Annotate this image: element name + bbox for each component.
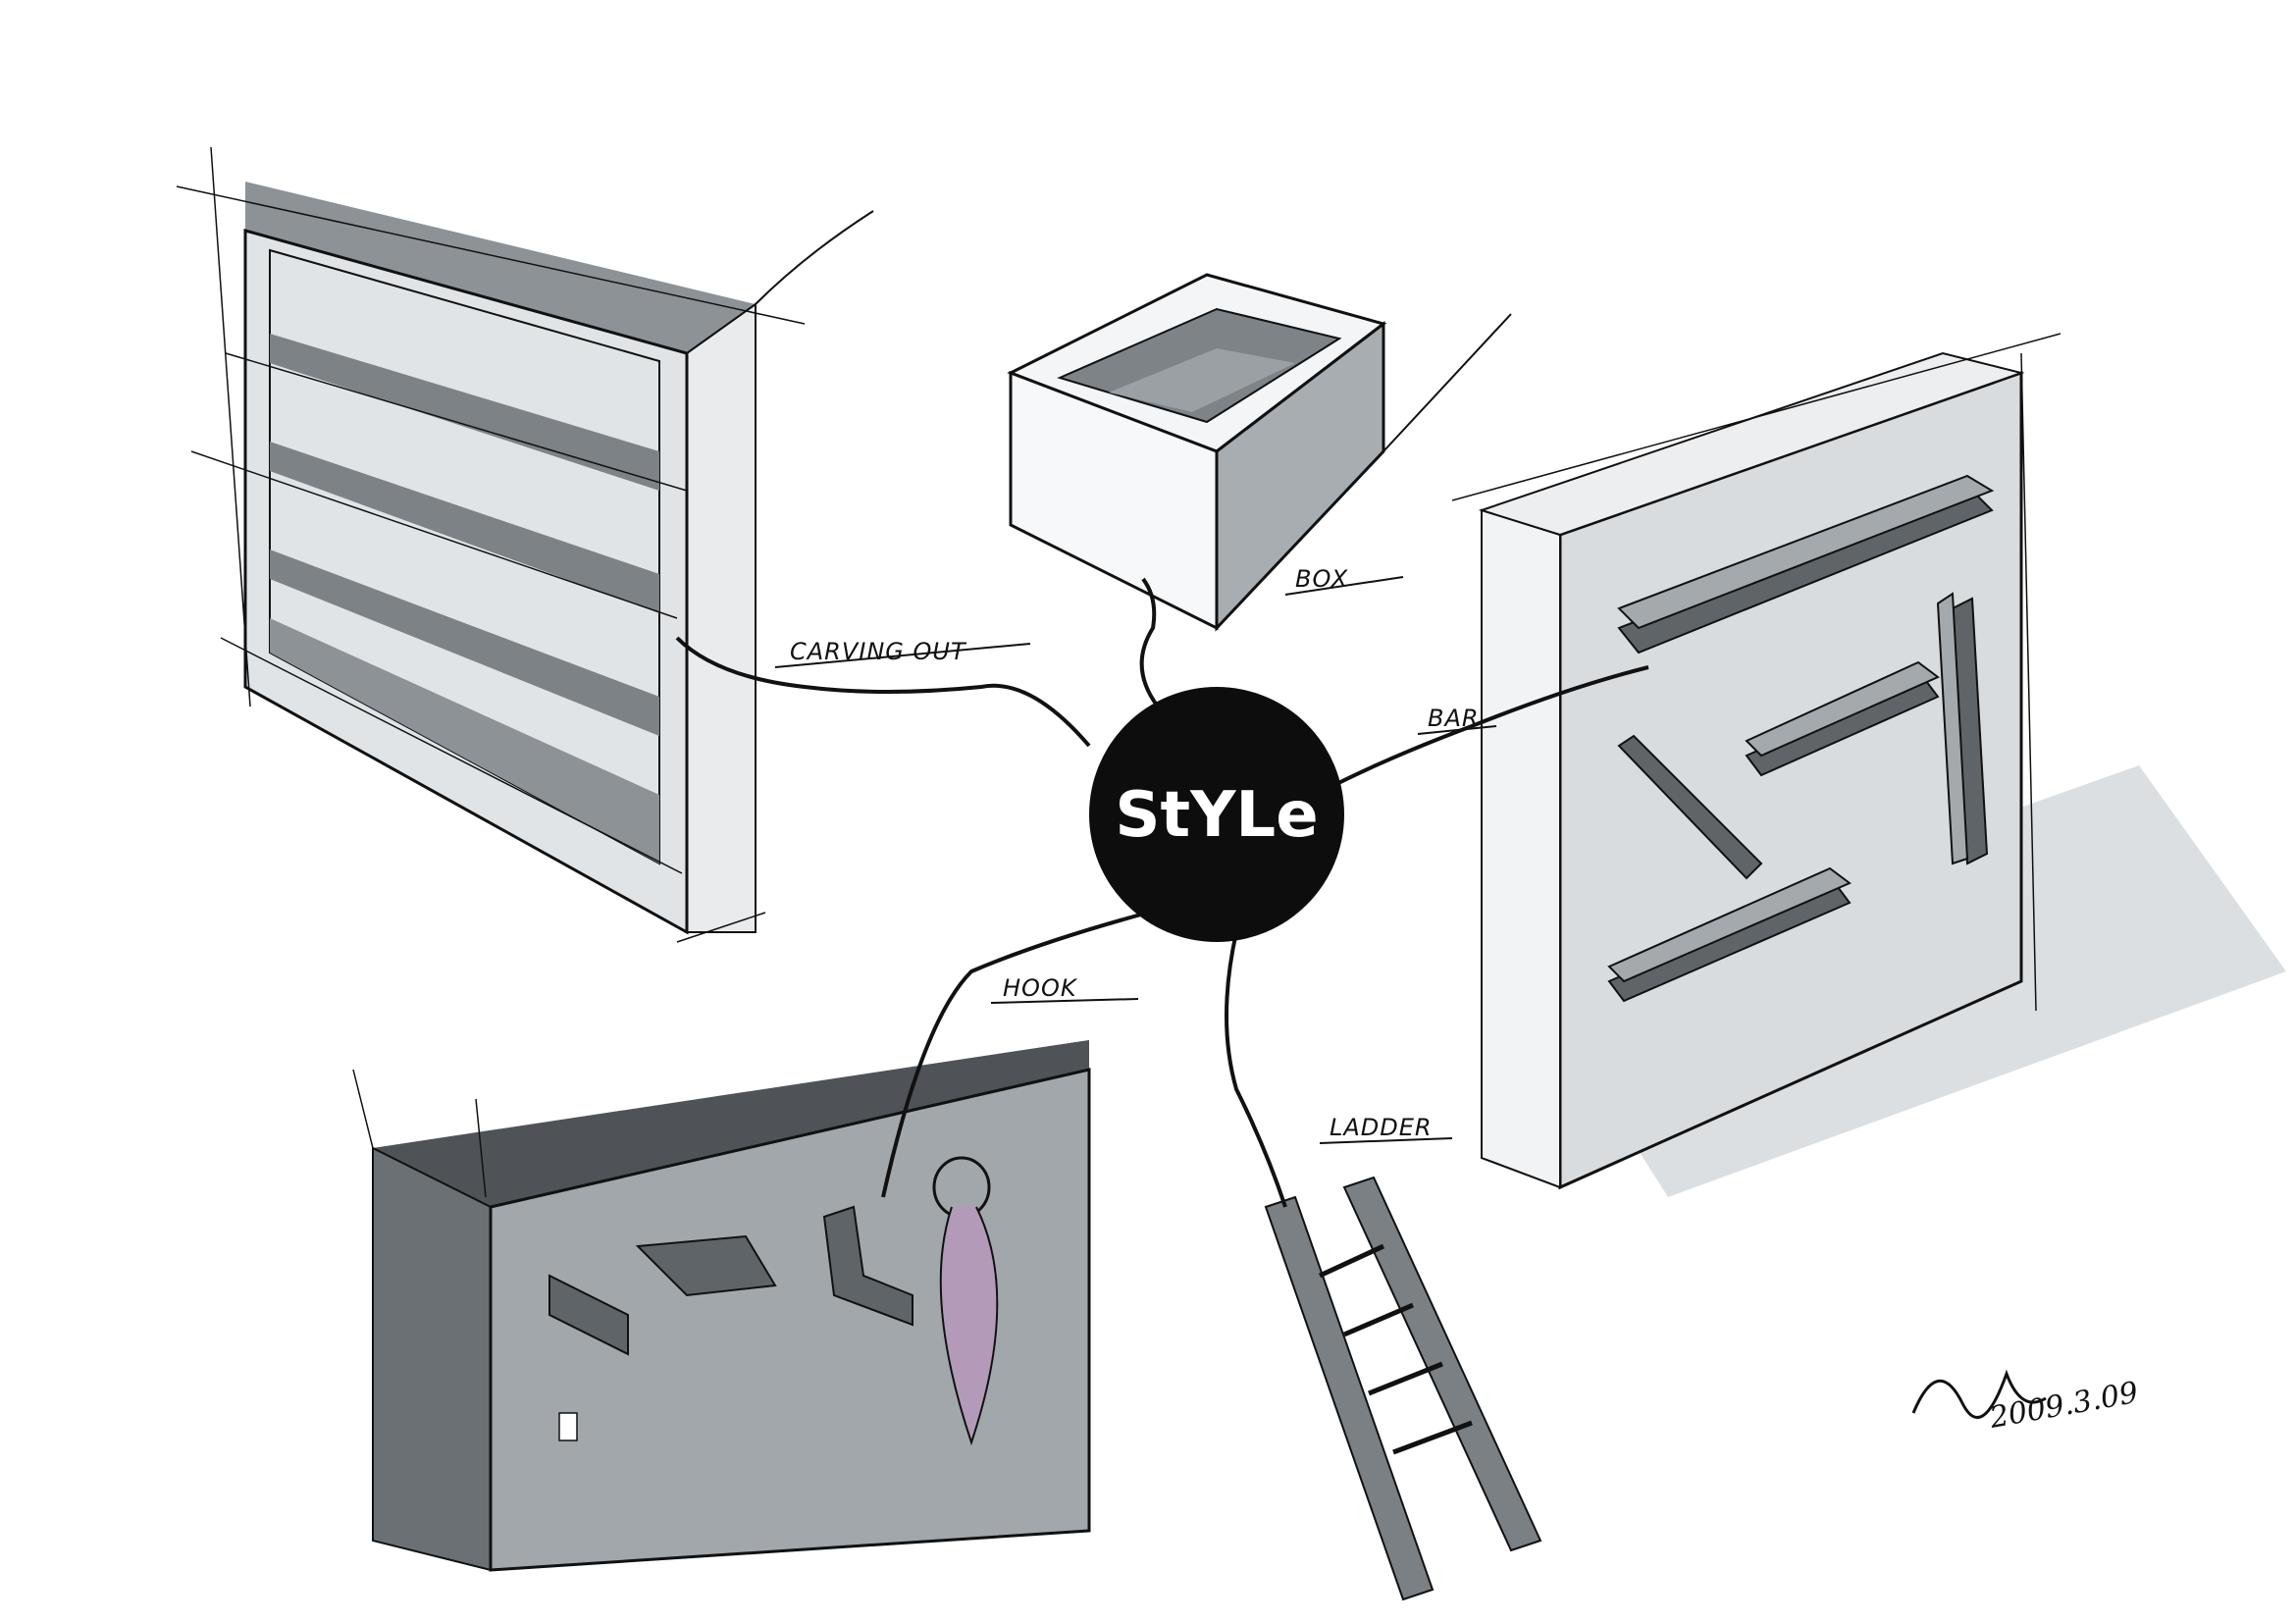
signature-date: 2009.3.09	[1986, 1376, 2140, 1436]
center-label: StYLe	[1115, 779, 1318, 852]
label-hook: HOOK	[1003, 974, 1078, 1002]
hook-panel-sketch	[352, 1040, 1091, 1572]
branch-labels: CARVING OUT BOX BAR HOOK LADDER	[774, 565, 1497, 1144]
carving-out-shelf-sketch	[176, 146, 874, 943]
bar-panel-sketch	[1451, 333, 2286, 1197]
mind-map-connectors	[675, 577, 1649, 1208]
ladder-sketch	[1264, 1176, 1542, 1601]
style-center-node: StYLe	[1089, 687, 1344, 942]
box-sketch	[1007, 273, 1512, 632]
label-box: BOX	[1295, 565, 1348, 593]
label-ladder: LADDER	[1330, 1114, 1433, 1141]
label-bar: BAR	[1428, 705, 1480, 732]
artist-signature: 2009.3.09	[1911, 1369, 2141, 1436]
